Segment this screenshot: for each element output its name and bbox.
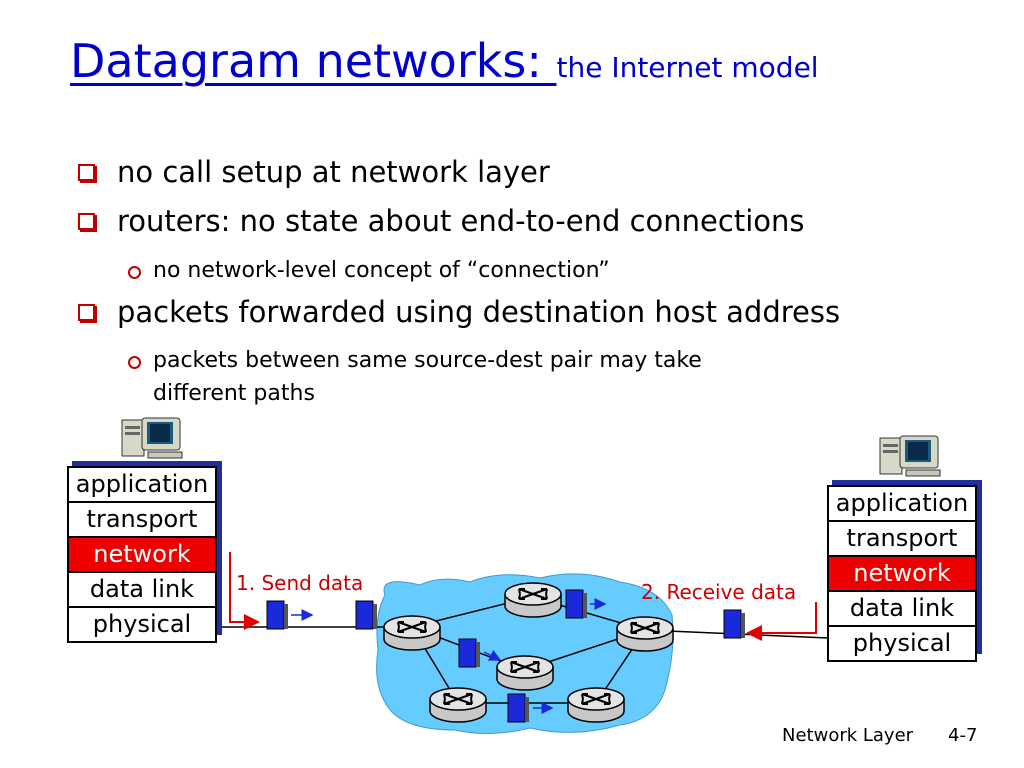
layer-data-link: data link	[829, 592, 975, 627]
packet-icon	[458, 638, 481, 668]
packet-icon	[723, 609, 746, 639]
bullet-list: no call setup at network layer routers: …	[78, 155, 840, 410]
send-arrow	[229, 552, 260, 630]
circle-bullet-icon	[128, 266, 141, 279]
layer-physical: physical	[829, 627, 975, 660]
bullet-text: routers: no state about end-to-end conne…	[117, 204, 805, 238]
bullet-text: no call setup at network layer	[117, 155, 550, 189]
layer-network: network	[69, 538, 215, 573]
square-bullet-icon	[78, 303, 95, 321]
footer-page-number: 4-7	[948, 725, 978, 746]
packet-icon	[266, 600, 289, 630]
router-icon	[495, 654, 555, 692]
computer-icon	[121, 417, 183, 459]
router-icon	[428, 686, 488, 724]
bullet-item: routers: no state about end-to-end conne…	[78, 204, 805, 238]
title-main: Datagram networks:	[70, 34, 557, 88]
router-icon	[566, 686, 626, 724]
title-subtitle: the Internet model	[556, 51, 819, 84]
send-data-label: 1. Send data	[236, 571, 364, 595]
packet-icon	[355, 600, 378, 630]
footer-chapter: Network Layer	[782, 725, 914, 746]
receive-data-label: 2. Receive data	[641, 580, 797, 604]
square-bullet-icon	[78, 212, 95, 230]
layer-transport: transport	[829, 522, 975, 557]
sub-bullet-text: no network-level concept of “connection”	[153, 258, 610, 283]
bullet-item: packets forwarded using destination host…	[78, 295, 840, 329]
square-bullet-icon	[78, 163, 95, 181]
router-icon	[615, 615, 675, 653]
layer-network: network	[829, 557, 975, 592]
sender-protocol-stack: application transport network data link …	[67, 466, 217, 643]
packet-arrow	[483, 649, 502, 661]
sub-bullet-line: different paths	[153, 381, 315, 406]
layer-application: application	[69, 468, 215, 503]
packet-icon	[565, 589, 588, 619]
slide-title: Datagram networks: the Internet model	[70, 34, 819, 88]
computer-icon	[879, 435, 941, 477]
bullet-item: no call setup at network layer	[78, 155, 550, 189]
router-icon	[503, 581, 563, 619]
receiver-protocol-stack: application transport network data link …	[827, 485, 977, 662]
sub-bullet-item: no network-level concept of “connection”	[128, 258, 610, 287]
sub-bullet-text: packets between same source-dest pair ma…	[153, 344, 702, 410]
bullet-text: packets forwarded using destination host…	[117, 295, 841, 329]
sub-bullet-item: packets between same source-dest pair ma…	[128, 348, 702, 410]
layer-transport: transport	[69, 503, 215, 538]
layer-application: application	[829, 487, 975, 522]
router-icon	[382, 614, 442, 652]
sub-bullet-line: packets between same source-dest pair ma…	[153, 348, 702, 373]
layer-data-link: data link	[69, 573, 215, 608]
circle-bullet-icon	[128, 356, 141, 369]
packet-icon	[507, 693, 530, 723]
layer-physical: physical	[69, 608, 215, 641]
receive-arrow	[746, 602, 817, 641]
